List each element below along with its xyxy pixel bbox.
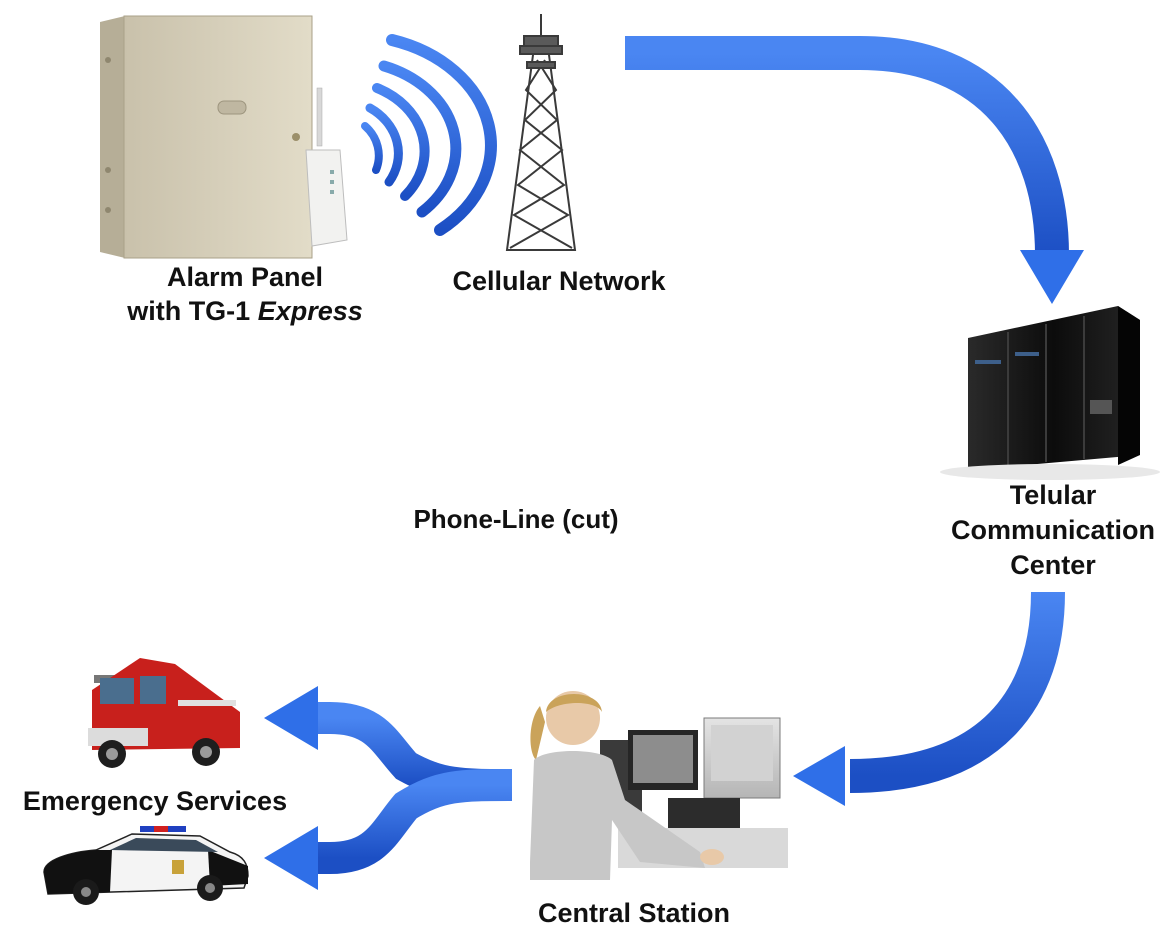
emergency-services-label: Emergency Services bbox=[22, 786, 288, 816]
alarm-panel-label-prefix: with TG-1 bbox=[127, 296, 258, 326]
server-rack-icon bbox=[940, 306, 1160, 480]
police-car-icon bbox=[43, 826, 249, 905]
alarm-panel-icon bbox=[100, 15, 348, 259]
fire-truck-icon bbox=[88, 658, 240, 768]
cell-tower-icon bbox=[505, 14, 577, 251]
telular-label-line2: Communication bbox=[950, 515, 1155, 545]
cellular-network-label: Cellular Network bbox=[452, 266, 666, 296]
central-station-operator-icon bbox=[530, 691, 788, 880]
arrow-to-telular bbox=[625, 36, 1084, 304]
alarm-panel-label-italic: Express bbox=[257, 296, 363, 326]
arrow-to-central-station bbox=[793, 591, 1065, 806]
alarm-panel-label-line1: Alarm Panel bbox=[166, 262, 324, 292]
split-arrow-to-emergency bbox=[264, 686, 513, 890]
alarm-panel-label-line2: with TG-1 Express bbox=[95, 294, 395, 328]
telular-label-line3: Center bbox=[1010, 550, 1096, 580]
central-station-label: Central Station bbox=[537, 898, 731, 928]
phone-line-label: Phone-Line (cut) bbox=[413, 504, 619, 534]
telular-label-line1: Telular bbox=[1009, 480, 1097, 510]
alarm-panel-label: Alarm Panel with TG-1 Express bbox=[95, 260, 395, 328]
telular-label: Telular Communication Center bbox=[938, 478, 1168, 583]
radio-waves-icon bbox=[361, 34, 497, 236]
